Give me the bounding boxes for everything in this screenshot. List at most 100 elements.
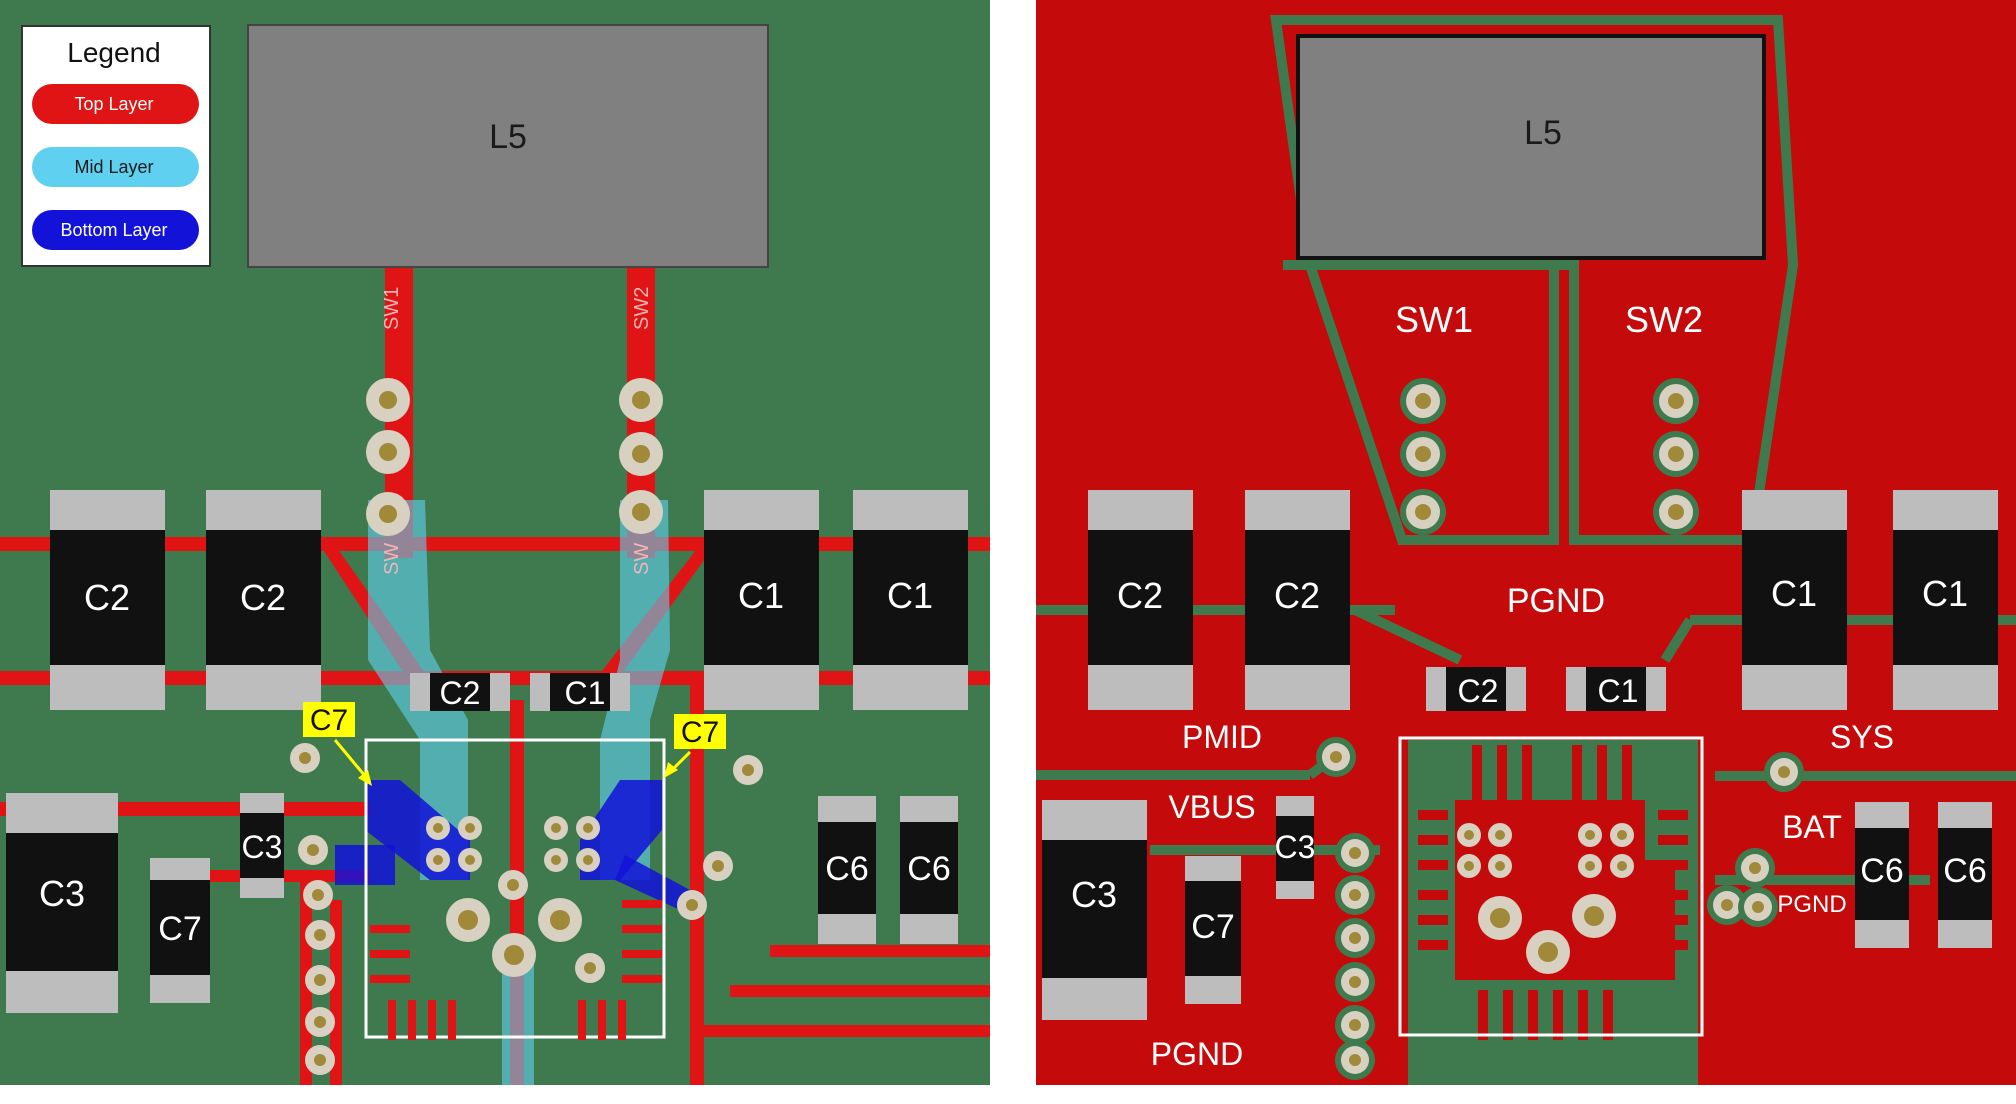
via (458, 848, 482, 872)
cap-c6-b: C6 (900, 796, 958, 944)
via (305, 920, 335, 950)
via (1488, 854, 1512, 878)
left-ic-pads (370, 900, 662, 1040)
via (619, 490, 663, 534)
via (1335, 918, 1375, 958)
via (458, 816, 482, 840)
inductor-body (1296, 34, 1766, 260)
cap-c1-a: C1 (1742, 490, 1847, 710)
cap-label: C3 (1275, 829, 1316, 865)
sw2-trace-label: SW2 (631, 287, 653, 330)
net-label-pgnd-bottom: PGND (1151, 1036, 1243, 1072)
cap-c2-b: C2 (206, 490, 321, 710)
via (1526, 930, 1570, 974)
via (1738, 887, 1778, 927)
right-net-labels: SW1 SW2 PGND PMID SYS VBUS BAT PGND PGND (1151, 299, 1894, 1072)
cap-label: C2 (84, 577, 130, 618)
via (366, 492, 410, 536)
sw-mid-label-right: SW (631, 543, 653, 575)
via (538, 898, 582, 942)
inductor-label: L5 (489, 118, 527, 156)
cap-label: C6 (907, 850, 950, 888)
cap-c6-a: C6 (818, 796, 876, 944)
cap-c1-small: C1 (530, 673, 630, 711)
via (290, 743, 320, 773)
via (305, 965, 335, 995)
via (305, 1045, 335, 1075)
legend-label-top-layer: Top Layer (74, 94, 153, 114)
net-label-pmid: PMID (1182, 719, 1262, 755)
trace-right-lower-1 (770, 945, 990, 957)
cap-c2-a: C2 (1088, 490, 1193, 710)
cap-label: C6 (1943, 852, 1986, 890)
cap-c1-b: C1 (853, 490, 968, 710)
left-capacitors: C2 C2 C1 C1 (6, 490, 968, 1013)
bottom-trace-right (580, 780, 662, 880)
net-label-sw2: SW2 (1625, 299, 1703, 340)
cap-c1-a: C1 (704, 490, 819, 710)
cap-c2-small: C2 (1426, 667, 1526, 711)
sw1-trace-label: SW1 (381, 287, 403, 330)
cap-label: C2 (240, 577, 286, 618)
cap-c7: C7 (150, 858, 210, 1003)
mid-trace-center (502, 960, 534, 1085)
callout-c7-right: C7 (664, 714, 726, 778)
via (1316, 737, 1356, 777)
via (544, 848, 568, 872)
trace-right-down (690, 680, 704, 1085)
cap-label: C1 (565, 675, 606, 711)
callout-c7-left: C7 (303, 702, 372, 786)
net-label-pgnd-top: PGND (1507, 582, 1605, 620)
bottom-trace-right-stub (615, 855, 690, 910)
cap-c1-b: C1 (1893, 490, 1998, 710)
via (544, 816, 568, 840)
inductor-body (247, 24, 769, 268)
net-label-sw1: SW1 (1395, 299, 1473, 340)
via (1457, 854, 1481, 878)
cap-c6-a: C6 (1855, 802, 1909, 948)
net-label-bat: BAT (1782, 809, 1842, 845)
cap-label: C6 (825, 850, 868, 888)
cap-c6-b: C6 (1938, 802, 1992, 948)
cap-c3-small: C3 (240, 793, 284, 898)
via (1707, 885, 1747, 925)
cap-label: C2 (1458, 673, 1499, 709)
via (1610, 854, 1634, 878)
via (1400, 489, 1446, 535)
via (1400, 431, 1446, 477)
cap-c3-small: C3 (1275, 796, 1316, 899)
via (733, 755, 763, 785)
via (576, 816, 600, 840)
cap-label: C2 (1274, 575, 1320, 616)
via (619, 378, 663, 422)
via (1488, 823, 1512, 847)
cap-label: C1 (1771, 573, 1817, 614)
via (426, 848, 450, 872)
cap-c2-a: C2 (50, 490, 165, 710)
cap-label: C3 (39, 873, 85, 914)
legend-item-mid-layer (32, 147, 199, 187)
cap-label: C2 (440, 675, 481, 711)
right-inductor-l5: L5 (1296, 34, 1766, 260)
cap-label: C2 (1117, 575, 1163, 616)
via (1578, 823, 1602, 847)
cap-label: C1 (887, 575, 933, 616)
legend-item-top-layer (32, 84, 199, 124)
via (1764, 752, 1804, 792)
net-label-sys: SYS (1830, 719, 1894, 755)
sw-mid-label-left: SW (381, 543, 403, 575)
left-vias (290, 378, 763, 1075)
cap-label: C7 (158, 910, 201, 948)
net-label-pgnd-right: PGND (1777, 891, 1846, 918)
via (703, 851, 733, 881)
ic-outline-right (1398, 736, 1704, 1037)
via (426, 816, 450, 840)
via (1335, 1005, 1375, 1045)
via (576, 848, 600, 872)
via (1335, 875, 1375, 915)
legend-item-bottom-layer (32, 210, 199, 250)
left-inductor-l5: L5 (247, 24, 769, 268)
via (1572, 894, 1616, 938)
